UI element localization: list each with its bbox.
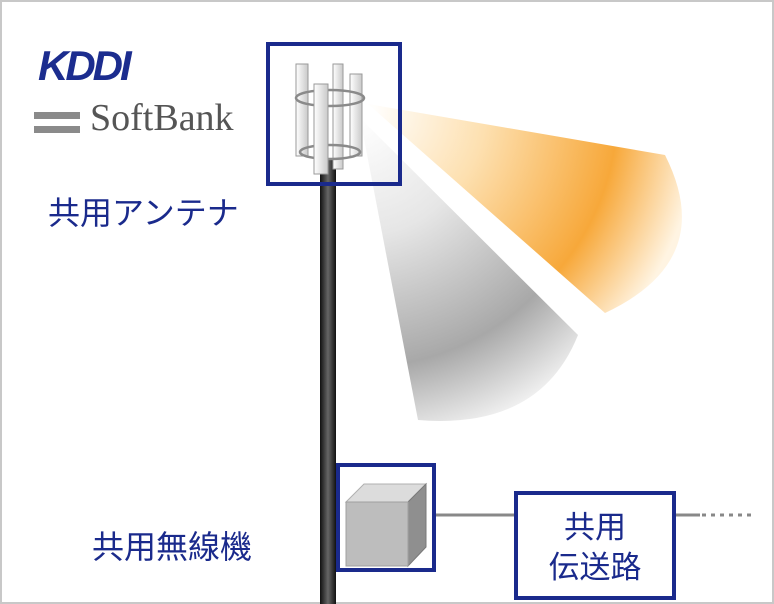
kddi-logo: KDDI bbox=[38, 42, 136, 89]
orange-beam-sector bbox=[368, 104, 682, 313]
antenna-pole bbox=[320, 160, 336, 604]
shared-path-label: 共用 伝送路 bbox=[518, 508, 672, 588]
shared-radio-label: 共用無線機 bbox=[92, 529, 253, 565]
shared-path-label-line2: 伝送路 bbox=[548, 550, 642, 585]
softbank-logo-bars bbox=[34, 112, 80, 133]
radio-unit-icon bbox=[344, 482, 428, 568]
radio-frame bbox=[336, 463, 436, 572]
softbank-logo-text: SoftBank bbox=[90, 97, 234, 139]
shared-path-frame bbox=[514, 491, 676, 600]
shared-path-label-line1: 共用 bbox=[564, 510, 626, 545]
shared-antenna-label: 共用アンテナ bbox=[48, 195, 239, 231]
antenna-icon bbox=[294, 63, 366, 175]
gray-beam-sector bbox=[360, 118, 578, 421]
antenna-frame bbox=[266, 42, 402, 186]
svg-text:KDDI: KDDI bbox=[38, 42, 133, 89]
